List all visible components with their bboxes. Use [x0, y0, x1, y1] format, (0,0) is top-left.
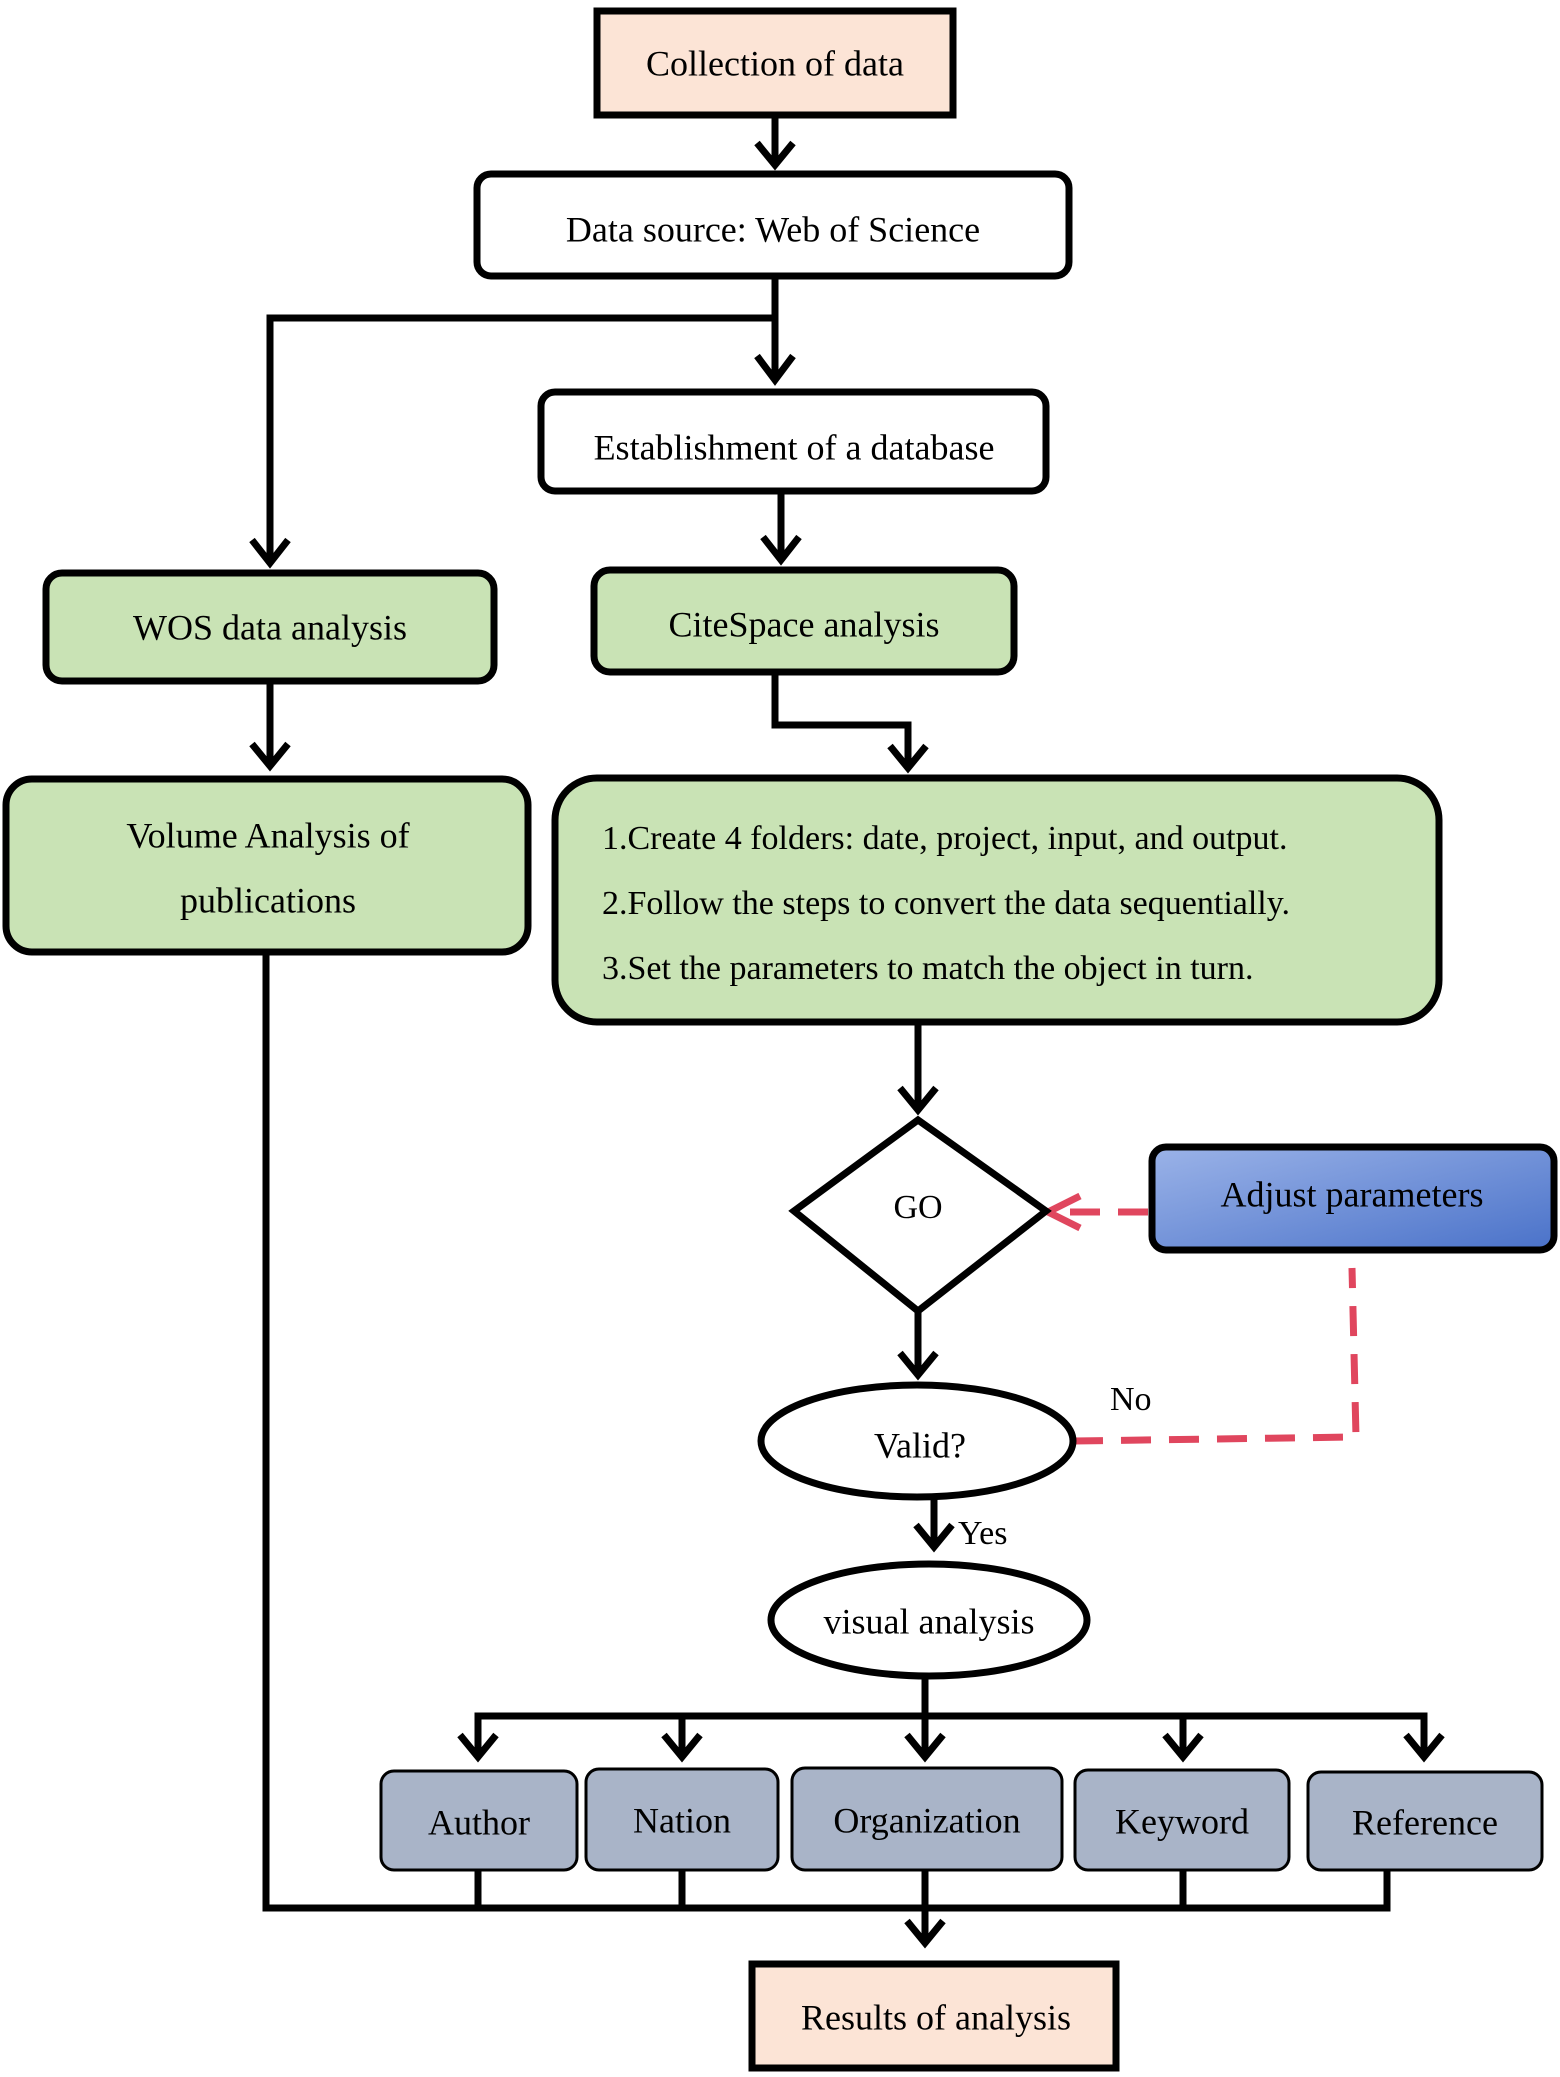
node-valid-label: Valid? — [874, 1425, 966, 1465]
node-valid: Valid? — [757, 1381, 1077, 1501]
node-nation-box — [584, 1767, 780, 1872]
arrowhead-icon — [457, 1732, 499, 1763]
node-go-label: GO — [893, 1189, 942, 1226]
arrowhead-icon — [897, 1085, 939, 1116]
node-reference-box — [1306, 1770, 1544, 1872]
node-steps: 1.Create 4 folders: date, project, input… — [551, 774, 1443, 1026]
node-establishment-label: Establishment of a database — [594, 427, 995, 467]
arrowhead-icon — [760, 534, 802, 566]
arrowhead-icon — [249, 741, 291, 772]
arrowhead-icon — [887, 743, 929, 774]
node-data-source: Data source: Web of Science — [473, 170, 1073, 280]
node-keyword-label: Keyword — [1115, 1801, 1249, 1841]
arrowhead-icon — [249, 537, 291, 569]
node-establishment-box — [537, 388, 1050, 495]
node-data-source-box — [473, 170, 1073, 280]
node-wos-label: WOS data analysis — [133, 607, 407, 647]
edge-label-no: No — [1110, 1381, 1152, 1418]
arrowhead-icon — [1403, 1732, 1445, 1763]
node-visual-label: visual analysis — [824, 1601, 1035, 1641]
node-reference-label: Reference — [1352, 1802, 1498, 1842]
arrowhead-icon — [897, 1350, 939, 1381]
node-results-box — [748, 1960, 1120, 2072]
node-nation-label: Nation — [633, 1800, 731, 1840]
node-volume-label-line2: publications — [180, 880, 356, 920]
node-step-1: 1.Create 4 folders: date, project, input… — [602, 820, 1287, 857]
node-volume-analysis: Volume Analysis of publications — [2, 775, 532, 956]
node-adjust-box — [1148, 1143, 1558, 1254]
node-visual-ellipse — [767, 1560, 1091, 1680]
arrowhead-icon — [904, 1918, 946, 1949]
arrowhead-icon — [661, 1732, 703, 1763]
node-adjust-label: Adjust parameters — [1221, 1174, 1484, 1214]
edge-citespace-steps — [771, 672, 912, 768]
arrowhead-icon — [754, 140, 796, 171]
category-row: Author Nation Organization Keyword Refer… — [379, 1766, 1544, 1872]
arrowhead-icon — [754, 353, 796, 386]
node-nation: Nation — [584, 1767, 780, 1872]
node-organization-box — [790, 1766, 1064, 1872]
node-author-box — [379, 1769, 579, 1872]
node-author-label: Author — [428, 1802, 530, 1842]
node-volume-label-line1: Volume Analysis of — [126, 815, 409, 855]
node-citespace-label: CiteSpace analysis — [669, 604, 940, 644]
node-organization-label: Organization — [833, 1800, 1020, 1840]
results-collection-bus — [262, 955, 1391, 1912]
node-go-diamond — [788, 1115, 1052, 1316]
node-reference: Reference — [1306, 1770, 1544, 1872]
node-author: Author — [379, 1769, 579, 1872]
arrowhead-icon — [1162, 1732, 1204, 1763]
node-collection-box — [593, 7, 957, 119]
node-organization: Organization — [790, 1766, 1064, 1872]
node-results: Results of analysis — [748, 1960, 1120, 2072]
node-citespace-box — [590, 566, 1018, 676]
node-wos-box — [42, 569, 498, 685]
node-results-label: Results of analysis — [801, 1997, 1071, 2037]
node-steps-box — [551, 774, 1443, 1026]
node-citespace: CiteSpace analysis — [590, 566, 1018, 676]
node-visual-analysis: visual analysis — [767, 1560, 1091, 1680]
edge-datasource-wos — [266, 314, 775, 563]
node-establishment: Establishment of a database — [537, 388, 1050, 495]
arrowhead-icon — [913, 1522, 955, 1553]
node-collection: Collection of data — [593, 7, 957, 119]
edge-valid-adjust-dashed — [1072, 1267, 1360, 1445]
node-collection-label: Collection of data — [646, 43, 904, 83]
category-distribution-bus — [474, 1712, 1428, 1757]
node-data-source-label: Data source: Web of Science — [566, 209, 980, 249]
node-keyword: Keyword — [1073, 1768, 1291, 1872]
feedback-loop — [1052, 1208, 1360, 1445]
node-step-2: 2.Follow the steps to convert the data s… — [602, 885, 1290, 922]
arrowheads — [249, 140, 1445, 1949]
edge-label-yes: Yes — [958, 1515, 1007, 1552]
node-adjust-parameters: Adjust parameters — [1148, 1143, 1558, 1254]
arrowhead-icon — [904, 1732, 946, 1763]
node-valid-ellipse — [757, 1381, 1077, 1501]
node-step-3: 3.Set the parameters to match the object… — [602, 950, 1253, 987]
node-volume-box — [2, 775, 532, 956]
node-go-decision: GO — [788, 1115, 1052, 1316]
node-keyword-box — [1073, 1768, 1291, 1872]
connectors — [262, 116, 1428, 1943]
node-wos-analysis: WOS data analysis — [42, 569, 498, 685]
